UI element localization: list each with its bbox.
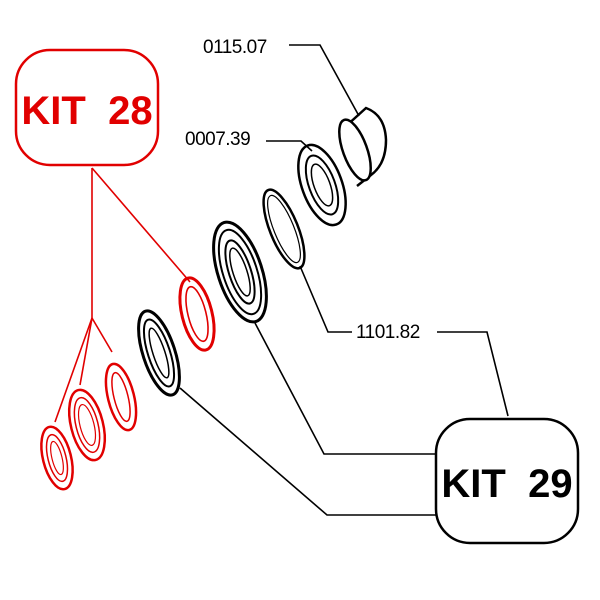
- leader-1101-82: [299, 265, 352, 333]
- o-ring-part: [262, 188, 306, 270]
- kit-28-seal-b: [67, 388, 107, 462]
- kit-29-leader-lines: [179, 322, 438, 516]
- kit-29-badge: [434, 417, 580, 545]
- part-number-0115-07: 0115.07: [203, 37, 267, 58]
- kit-28-seal-c: [104, 362, 138, 432]
- kit-28-callout[interactable]: KIT 28: [14, 48, 160, 167]
- part-label-0007-39[interactable]: 0007.39: [185, 129, 251, 150]
- kit-28-leader-lines: [54, 167, 191, 423]
- kit-28-badge: [14, 48, 160, 167]
- kit-29-large-seal: [212, 220, 268, 324]
- kit-28-seal-upper: [178, 276, 216, 352]
- kit-28-seal-a: [40, 425, 74, 491]
- kit-29-label: KIT 29: [441, 462, 572, 506]
- leader-0115-07: [289, 44, 360, 117]
- part-number-0007-39: 0007.39: [185, 129, 250, 150]
- part-number-1101-82: 1101.82: [356, 322, 420, 343]
- kit-29-small-seal: [137, 309, 181, 397]
- part-label-0115-07[interactable]: 0115.07: [203, 37, 267, 58]
- leader-1101-82-to-kit-29: [437, 331, 509, 417]
- kit-29-callout[interactable]: KIT 29: [434, 417, 580, 545]
- leader-0007-39: [266, 140, 313, 152]
- sleeve-part: [338, 106, 388, 187]
- kit-28-label: KIT 28: [21, 89, 152, 133]
- part-label-1101-82[interactable]: 1101.82: [356, 322, 420, 343]
- bearing-part: [297, 143, 347, 227]
